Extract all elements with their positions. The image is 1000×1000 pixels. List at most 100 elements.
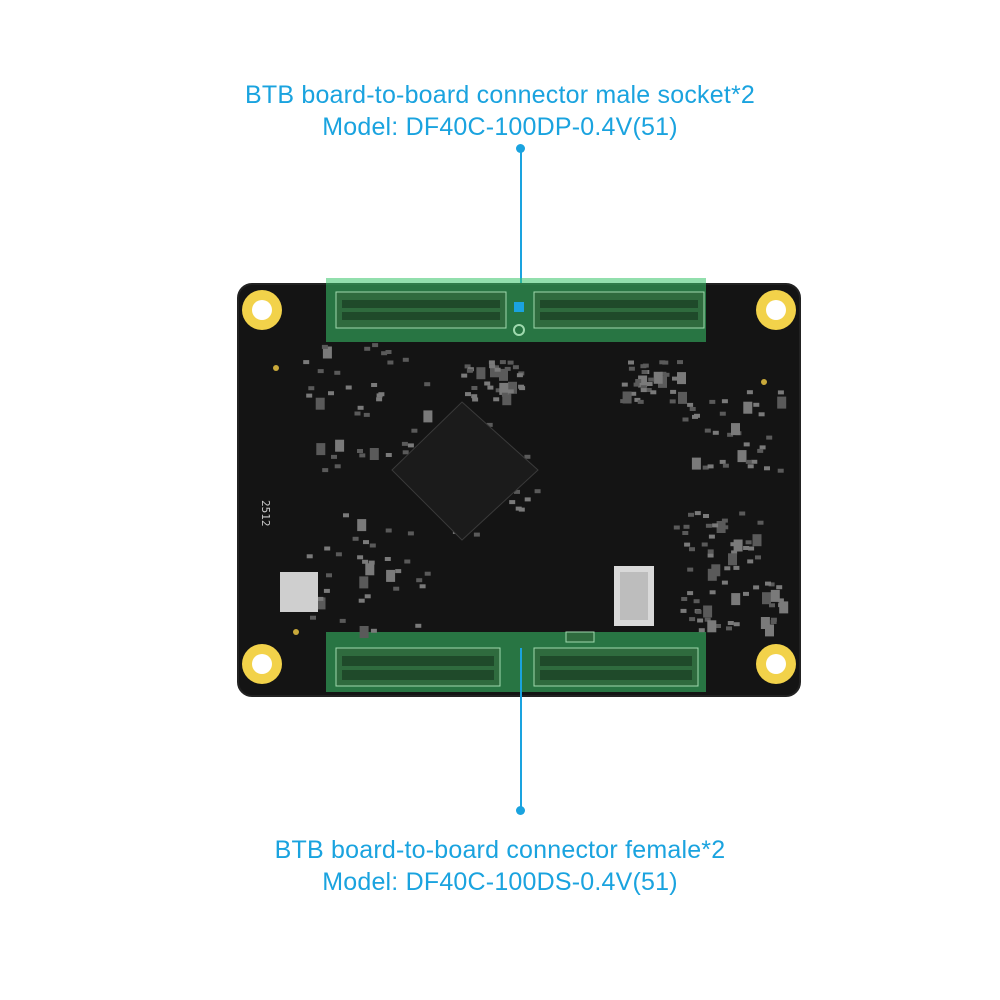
bottom-leader-line bbox=[520, 648, 522, 810]
smd-component bbox=[471, 394, 478, 399]
smd-component bbox=[678, 395, 685, 400]
smd-component bbox=[755, 555, 761, 560]
smd-component bbox=[731, 423, 740, 436]
smd-component bbox=[358, 598, 365, 603]
smd-component bbox=[324, 546, 331, 551]
smd-component bbox=[711, 564, 721, 577]
smd-component bbox=[633, 382, 640, 387]
smd-component bbox=[689, 617, 696, 622]
bottom-connector-right bbox=[533, 647, 699, 687]
smd-component bbox=[334, 464, 341, 469]
smd-component bbox=[508, 381, 517, 394]
smd-component bbox=[707, 464, 714, 469]
smd-component bbox=[634, 397, 641, 402]
smd-component bbox=[648, 377, 655, 382]
silkscreen-code: 2512 bbox=[259, 500, 272, 527]
smd-component bbox=[753, 402, 760, 407]
smd-component bbox=[357, 405, 364, 410]
smd-component bbox=[471, 386, 478, 390]
mounting-hole-bottom-left bbox=[242, 644, 282, 684]
smd-component bbox=[507, 389, 514, 394]
smd-component bbox=[401, 441, 408, 446]
smd-component bbox=[687, 567, 694, 572]
smd-component bbox=[515, 506, 522, 511]
smd-component bbox=[352, 536, 359, 541]
smd-component bbox=[731, 593, 741, 606]
smd-component bbox=[323, 588, 330, 593]
smd-component bbox=[415, 623, 422, 628]
smd-component bbox=[628, 366, 635, 371]
smd-component bbox=[519, 386, 526, 391]
smd-component bbox=[393, 586, 400, 591]
smd-component bbox=[677, 360, 683, 365]
smd-component bbox=[316, 443, 326, 456]
smd-component bbox=[766, 435, 773, 440]
smd-component bbox=[512, 365, 519, 370]
smd-component bbox=[670, 389, 677, 394]
smd-component bbox=[704, 428, 711, 433]
smd-component bbox=[752, 534, 762, 547]
smd-component bbox=[381, 351, 388, 356]
smd-component bbox=[461, 373, 468, 378]
smd-component bbox=[733, 565, 740, 570]
smd-component bbox=[709, 590, 716, 595]
smd-component bbox=[334, 370, 341, 375]
smd-component bbox=[499, 368, 508, 381]
smd-component bbox=[362, 559, 369, 564]
smd-component bbox=[698, 628, 705, 633]
smd-component bbox=[321, 344, 328, 349]
smd-component bbox=[385, 350, 392, 354]
smd-component bbox=[715, 624, 721, 628]
smd-component bbox=[769, 603, 775, 608]
smd-component bbox=[310, 615, 316, 620]
male-socket-model: Model: DF40C-100DP-0.4V(51) bbox=[322, 113, 678, 141]
smd-component bbox=[707, 549, 714, 554]
smd-component bbox=[653, 371, 663, 384]
smd-component bbox=[677, 372, 686, 385]
smd-component bbox=[770, 620, 777, 624]
female-connector-callout: BTB board-to-board connector female*2 Mo… bbox=[0, 834, 1000, 898]
smd-component bbox=[303, 360, 310, 365]
smd-component bbox=[385, 528, 392, 533]
smd-component bbox=[768, 582, 775, 587]
smd-component bbox=[727, 432, 734, 437]
fiducial-2 bbox=[293, 629, 299, 635]
chip-area bbox=[391, 401, 539, 541]
smd-component bbox=[776, 585, 783, 590]
smd-component bbox=[722, 525, 729, 530]
smd-component bbox=[645, 388, 652, 392]
smd-component bbox=[308, 386, 315, 391]
smd-component bbox=[411, 428, 418, 433]
smd-component bbox=[719, 459, 726, 464]
smd-component bbox=[682, 417, 689, 422]
smd-component bbox=[737, 450, 747, 463]
smd-component bbox=[745, 540, 752, 545]
fiducial-1 bbox=[273, 365, 279, 371]
smd-component bbox=[322, 468, 329, 473]
smd-component bbox=[646, 382, 653, 386]
smd-component bbox=[693, 599, 700, 604]
smd-component bbox=[368, 560, 375, 565]
smd-component bbox=[359, 576, 369, 589]
smd-component bbox=[673, 525, 680, 530]
smd-component bbox=[705, 523, 712, 528]
smd-component bbox=[743, 401, 753, 414]
smd-component bbox=[762, 592, 771, 605]
smd-component bbox=[363, 540, 369, 545]
smd-component bbox=[687, 402, 694, 407]
male-socket-title: BTB board-to-board connector male socket… bbox=[244, 81, 756, 109]
smd-component bbox=[490, 365, 499, 378]
smd-component bbox=[326, 573, 332, 578]
smd-component bbox=[716, 521, 726, 533]
smd-component bbox=[364, 346, 371, 351]
smd-component bbox=[680, 608, 687, 613]
smd-component bbox=[499, 382, 509, 395]
smd-component bbox=[466, 368, 473, 373]
smd-component bbox=[339, 618, 346, 623]
smd-component bbox=[486, 422, 493, 427]
smd-component bbox=[621, 382, 628, 387]
smd-component bbox=[707, 553, 714, 558]
smd-component bbox=[777, 468, 784, 473]
smd-component bbox=[484, 381, 491, 386]
